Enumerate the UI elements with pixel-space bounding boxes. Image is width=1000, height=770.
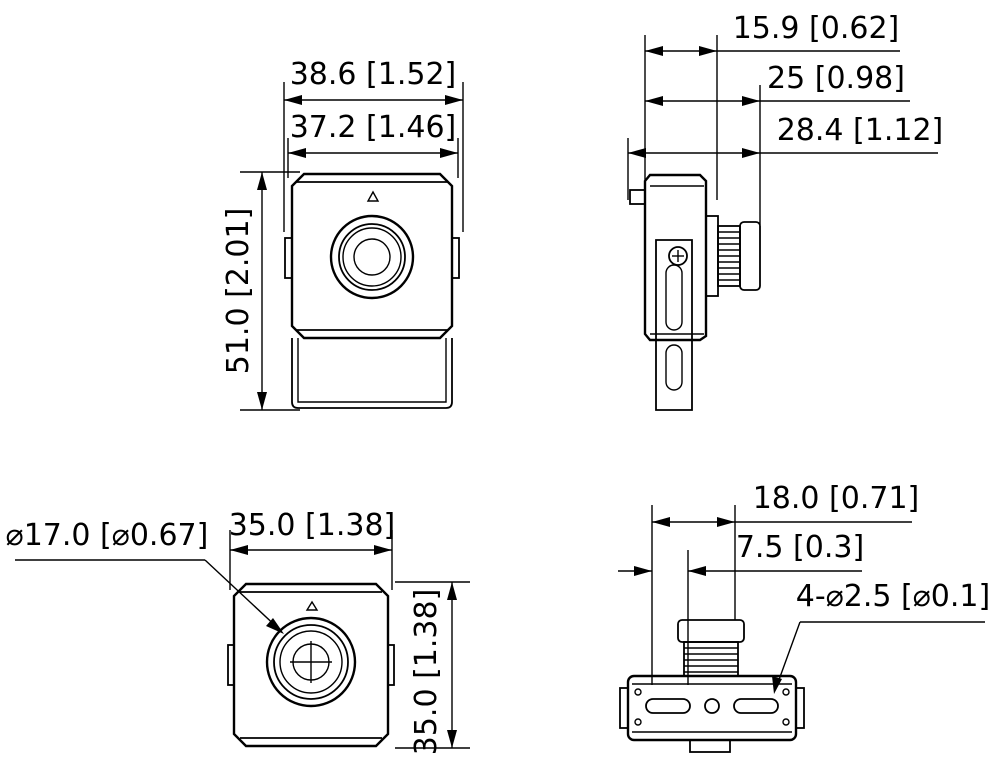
lens-diameter-label: ⌀17.0 [⌀0.67]	[6, 518, 209, 553]
compact-body-outline	[232, 582, 390, 748]
front-view-compact: 35.0 [1.38] 35.0 [1.38] ⌀17.0 [⌀0.67]	[6, 508, 470, 755]
up-triangle-icon	[366, 190, 380, 202]
mount-holes-label: 4-⌀2.5 [⌀0.1]	[796, 579, 990, 614]
body-depth-label: 25 [0.98]	[767, 61, 905, 96]
overall-depth-label: 28.4 [1.12]	[777, 113, 944, 148]
side-view: 15.9 [0.62] 25 [0.98] 28.4 [1.12]	[627, 11, 944, 411]
compact-lens-icon	[265, 616, 357, 708]
top-lens-icon	[677, 619, 745, 677]
side-body-outline	[643, 173, 708, 342]
lens-thread-icon	[717, 221, 761, 291]
lens-offset-label: 18.0 [0.71]	[753, 481, 920, 516]
slot-offset-label: 7.5 [0.3]	[736, 530, 864, 565]
screw-icon	[668, 246, 688, 266]
top-view: 18.0 [0.71] 7.5 [0.3] 4-⌀2.5 [⌀0.1]	[618, 481, 990, 753]
top-body-outline	[626, 674, 798, 742]
camera-body-outline	[290, 172, 454, 340]
lens-icon	[329, 214, 415, 300]
overall-width-label: 38.6 [1.52]	[290, 57, 457, 92]
up-triangle-icon	[305, 600, 319, 611]
mounting-bracket	[291, 338, 453, 409]
mount-hole-icons	[634, 688, 790, 726]
height-label: 51.0 [2.01]	[221, 208, 256, 375]
body-width-label: 37.2 [1.46]	[290, 110, 457, 145]
lens-depth-label: 15.9 [0.62]	[733, 11, 900, 46]
compact-width-label: 35.0 [1.38]	[229, 508, 396, 543]
front-view-bracket: 38.6 [1.52] 37.2 [1.46] 51.0 [2.01]	[221, 57, 464, 411]
side-bracket	[655, 239, 693, 411]
compact-height-label: 35.0 [1.38]	[409, 589, 444, 756]
